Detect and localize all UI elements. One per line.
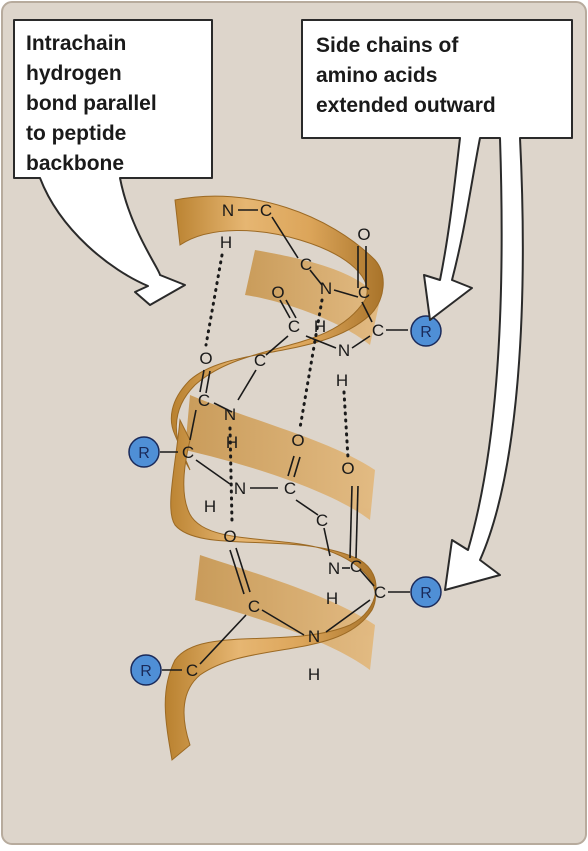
callout-left-line-4: to peptide [26,122,126,145]
atom-c: C [358,283,370,302]
callout-right-line-1: Side chains of [316,34,459,57]
helix-ribbon-front [164,195,384,761]
side-chains: R R R R [128,315,442,686]
side-chain-r-4: R [130,654,162,686]
atom-c: C [248,597,260,616]
atom-c: C [288,317,300,336]
callout-right-line-3: extended outward [316,94,496,117]
callout-right-line-2: amino acids [316,64,437,87]
atom-h: H [220,233,232,252]
atom-h: H [326,589,338,608]
atom-o: O [223,527,236,546]
callout-left-line-3: bond parallel [26,92,157,115]
atom-o: O [341,459,354,478]
side-chain-r-2: R [128,436,160,468]
callout-side-chains: Side chains of amino acids extended outw… [301,19,573,591]
atom-n: N [328,559,340,578]
atom-n: N [308,627,320,646]
atom-h: H [226,433,238,452]
atom-c: C [316,511,328,530]
atom-n: N [338,341,350,360]
side-chain-label: R [140,663,152,680]
side-chain-label: R [420,585,432,602]
atom-c: C [186,661,198,680]
side-chain-label: R [420,324,432,341]
side-chain-label: R [138,445,150,462]
hydrogen-bonds [204,253,350,524]
atom-n: N [224,405,236,424]
callout-left-line-1: Intrachain [26,32,126,55]
backbone-bonds [160,209,410,671]
atom-n: N [222,201,234,220]
atom-c: C [254,351,266,370]
atom-labels: N C H C O N C O C H C N O C H C N O H C … [182,201,386,684]
atom-o: O [357,225,370,244]
side-chain-r-1: R [410,315,442,347]
atom-c: C [198,391,210,410]
atom-n: N [320,279,332,298]
callout-left-line-2: hydrogen [26,62,122,85]
atom-n: N [234,479,246,498]
atom-h: H [336,371,348,390]
atom-o: O [291,431,304,450]
atom-h: H [308,665,320,684]
atom-c: C [300,255,312,274]
callout-hydrogen-bond: Intrachain hydrogen bond parallel to pep… [13,19,213,306]
atom-c: C [372,321,384,340]
atom-c: C [350,557,362,576]
atom-c: C [374,583,386,602]
atom-h: H [314,317,326,336]
atom-c: C [182,443,194,462]
atom-o: O [199,349,212,368]
atom-o: O [271,283,284,302]
atom-c: C [260,201,272,220]
callout-left-line-5: backbone [26,152,124,175]
side-chain-r-3: R [410,576,442,608]
atom-c: C [284,479,296,498]
atom-h: H [204,497,216,516]
